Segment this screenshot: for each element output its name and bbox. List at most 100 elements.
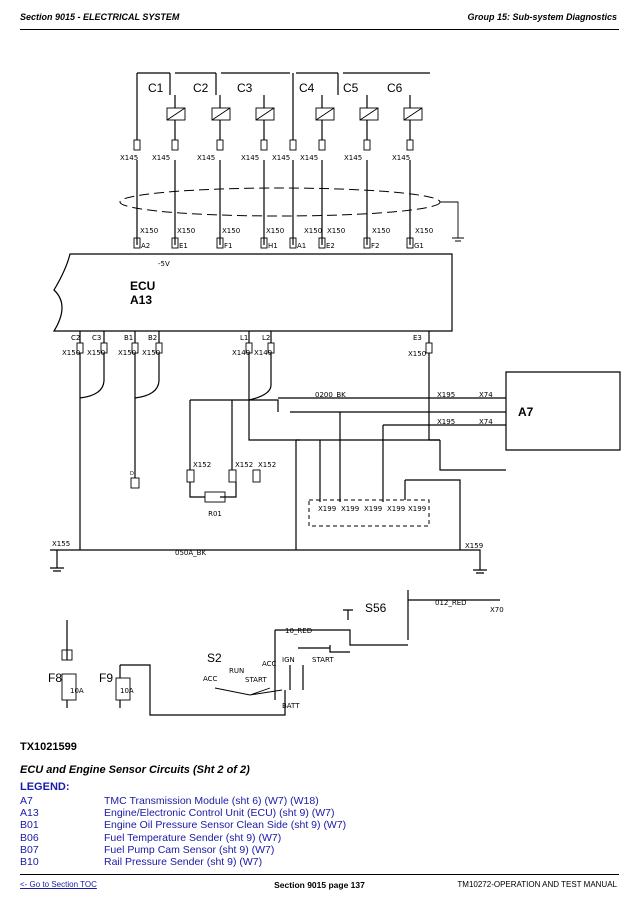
connector-label: X199 xyxy=(408,505,426,513)
start-label: START xyxy=(312,656,334,664)
connector-label: X145 xyxy=(152,154,170,162)
figure-title: ECU and Engine Sensor Circuits (Sht 2 of… xyxy=(20,764,250,776)
connector-label: X145 xyxy=(241,154,259,162)
wiring-diagram: C1 C2 C3 C4 C5 C6 X145 X145 X145 X xyxy=(48,72,621,716)
connector-label: X145 xyxy=(392,154,410,162)
key-position: ACC xyxy=(203,675,218,683)
connector-label: X150 xyxy=(140,227,158,235)
wire-label: 10_RED xyxy=(285,627,312,635)
wire-label: 0200_BK xyxy=(315,391,346,399)
legend-list: A7 TMC Transmission Module (sht 6) (W7) (… xyxy=(20,795,346,868)
pin-label: F2 xyxy=(371,242,379,250)
top-wires: X145 X145 X145 X145 X145 X145 X145 X145 … xyxy=(119,95,464,250)
connector-label: X150 xyxy=(177,227,195,235)
resistor-r01 xyxy=(204,491,226,503)
sensor-label: C3 xyxy=(237,81,253,95)
connector-label: X150 xyxy=(327,227,345,235)
page-number: Section 9015 page 137 xyxy=(274,880,365,890)
fuse-f8 xyxy=(61,673,77,701)
legend-code: A7 xyxy=(20,795,33,807)
connector-label: X199 xyxy=(341,505,359,513)
pin-label: B2 xyxy=(148,334,157,342)
connector-label: X199 xyxy=(387,505,405,513)
section-header: Section 9015 - ELECTRICAL SYSTEM xyxy=(20,12,180,22)
x199-connector-frame xyxy=(308,499,430,527)
ign-label: IGN xyxy=(282,656,295,664)
connector-label: X74 xyxy=(479,418,493,426)
ecu-bottom-wires: C2 C3 B1 B2 L1 L2 E3 X150 X150 X150 X150… xyxy=(50,331,621,574)
section-toc-link[interactable]: <- Go to Section TOC xyxy=(20,880,97,889)
connector-label: X150 xyxy=(222,227,240,235)
connector-label: X195 xyxy=(437,418,455,426)
connector-label: X145 xyxy=(197,154,215,162)
legend-desc: Fuel Pump Cam Sensor (sht 9) (W7) xyxy=(104,843,275,856)
wire-label: 050A_BK xyxy=(175,549,206,557)
connector-label: X145 xyxy=(272,154,290,162)
sensor-label: C5 xyxy=(343,81,359,95)
figure-id: TX1021599 xyxy=(20,741,77,753)
manual-id: TM10272-OPERATION AND TEST MANUAL xyxy=(457,880,617,889)
key-position: RUN xyxy=(229,667,244,675)
connector-label: X149 xyxy=(232,349,250,357)
key-position: ACC xyxy=(262,660,277,668)
legend-item: B06 Fuel Temperature Sender (sht 9) (W7) xyxy=(20,832,346,844)
connector-label: X152 xyxy=(193,461,211,469)
connector-label: X145 xyxy=(120,154,138,162)
connector-label: X150 xyxy=(266,227,284,235)
connector-label: X195 xyxy=(437,391,455,399)
switch-s2-label: S2 xyxy=(207,651,222,665)
key-position: START xyxy=(245,676,267,684)
connector-label: X150 xyxy=(142,349,160,357)
pin-label: C3 xyxy=(92,334,101,342)
legend-code: B10 xyxy=(20,855,39,868)
pin-label: E2 xyxy=(326,242,335,250)
sensor-label: C4 xyxy=(299,81,315,95)
connector-label: X70 xyxy=(490,606,504,614)
legend-desc: Fuel Temperature Sender (sht 9) (W7) xyxy=(104,831,282,844)
connector-label: X74 xyxy=(479,391,493,399)
connector-label: X150 xyxy=(118,349,136,357)
connector-label: X155 xyxy=(52,540,70,548)
legend-title: LEGEND: xyxy=(20,781,70,793)
connector-label: X149 xyxy=(254,349,272,357)
pin-label: B1 xyxy=(124,334,133,342)
connector-label: X150 xyxy=(415,227,433,235)
ecu-voltage: -5V xyxy=(158,260,170,268)
module-a7-label: A7 xyxy=(518,405,534,419)
connector-label: X152 xyxy=(235,461,253,469)
connector-label: X150 xyxy=(372,227,390,235)
connector-label: X199 xyxy=(318,505,336,513)
group-header: Group 15: Sub-system Diagnostics xyxy=(467,12,617,22)
connector-label: X159 xyxy=(465,542,483,550)
sensor-label: C6 xyxy=(387,81,403,95)
resistor-label: R01 xyxy=(208,510,222,518)
shield-outline xyxy=(119,187,441,217)
legend-desc: Engine/Electronic Control Unit (ECU) (sh… xyxy=(104,807,335,820)
fuse-f9 xyxy=(115,677,131,701)
ecu-id: A13 xyxy=(130,293,152,307)
pin-label: F1 xyxy=(224,242,232,250)
fuse-f9-label: F9 xyxy=(99,671,113,685)
ecu-name: ECU xyxy=(130,279,155,293)
legend-item: A7 TMC Transmission Module (sht 6) (W7) (… xyxy=(20,795,346,807)
switch-s56-label: S56 xyxy=(365,601,387,615)
legend-desc: TMC Transmission Module (sht 6) (W7) (W1… xyxy=(104,795,319,807)
pin-label: L2 xyxy=(262,334,270,342)
connector-label: X145 xyxy=(344,154,362,162)
legend-code: B06 xyxy=(20,831,39,844)
connector-label: X150 xyxy=(62,349,80,357)
power-circuit: 012_RED X70 S56 10_RED S2 ACC RUN START … xyxy=(48,590,504,716)
legend-code: A13 xyxy=(20,807,39,820)
legend-code: B07 xyxy=(20,843,39,856)
fuse-f8-label: F8 xyxy=(48,671,62,685)
pin-label: G1 xyxy=(414,242,424,250)
pin-label: E1 xyxy=(179,242,188,250)
top-sensor-group: C1 C2 C3 C4 C5 C6 xyxy=(136,72,430,140)
connector-label: X145 xyxy=(300,154,318,162)
connector-label: X150 xyxy=(87,349,105,357)
sensor-label: C2 xyxy=(193,81,209,95)
pin-label: L1 xyxy=(240,334,248,342)
connector-label: X152 xyxy=(258,461,276,469)
legend-code: B01 xyxy=(20,819,39,832)
